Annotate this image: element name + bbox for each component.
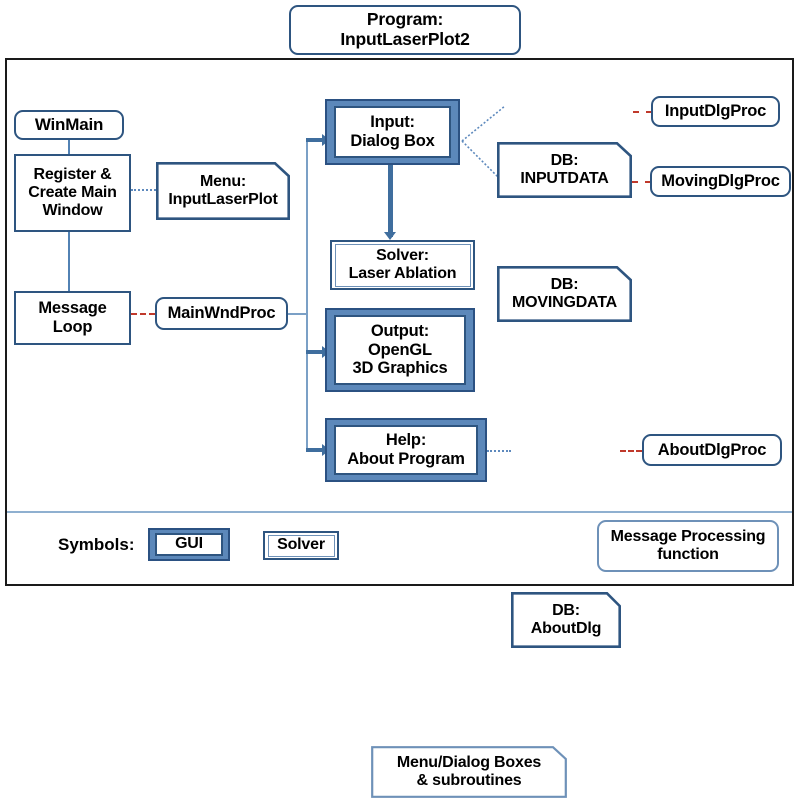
node-mainwndproc-label: MainWndProc [167, 304, 276, 323]
node-db-movingdata[interactable]: DB: MOVINGDATA [497, 266, 632, 322]
program-title-line1: Program: [366, 9, 444, 30]
branch-arrow-help-line [306, 448, 325, 452]
node-aboutdlgproc[interactable]: AboutDlgProc [642, 434, 782, 466]
node-db-aboutdlg[interactable]: DB: AboutDlg [511, 592, 621, 648]
node-register-line2: Create Main [28, 183, 117, 201]
legend-gui-label: GUI [175, 535, 203, 553]
diagram-canvas: Program: InputLaserPlot2 WinMain [5, 5, 794, 798]
legend-symbol-menu-dialog: Menu/Dialog Boxes & subroutines [371, 746, 567, 798]
node-movingdlgproc[interactable]: MovingDlgProc [650, 166, 791, 197]
connector-dbmoving-movingdlgproc [632, 181, 651, 183]
folded-corner-shape [156, 162, 290, 220]
node-db-inputdata-line2: INPUTDATA [520, 170, 609, 187]
node-input-line1: Input: [370, 113, 415, 132]
node-db-inputdata-line1: DB: [550, 151, 579, 169]
node-mainwndproc[interactable]: MainWndProc [155, 297, 288, 330]
connector-message-mainwndproc [131, 313, 155, 315]
node-db-movingdata-line1: DB: [550, 275, 579, 293]
node-solver-line1: Solver: [376, 246, 429, 264]
node-db-movingdata-line2: MOVINGDATA [512, 294, 617, 311]
node-menu-line2: InputLaserPlot [168, 191, 278, 208]
legend-title: Symbols: [58, 535, 135, 554]
node-output-line2: OpenGL [368, 340, 432, 359]
node-menu-inputlaserplot[interactable]: Menu: InputLaserPlot [156, 162, 290, 220]
connector-input-solver-head [384, 232, 396, 240]
connector-register-menu [131, 189, 156, 191]
node-message-line1: Message [38, 299, 107, 318]
node-winmain[interactable]: WinMain [14, 110, 124, 140]
node-solver-line2: Laser Ablation [348, 265, 457, 282]
program-title-box: Program: InputLaserPlot2 [289, 5, 521, 55]
connector-dbabout-aboutdlgproc [620, 450, 642, 452]
node-help-line2: About Program [347, 450, 465, 468]
node-input-line2: Dialog Box [350, 132, 435, 150]
legend-msg-line1: Message Processing [610, 527, 766, 545]
node-output-line3: 3D Graphics [352, 359, 448, 378]
node-help-about-program[interactable]: Help: About Program [325, 418, 487, 482]
connector-help-dbabout [487, 450, 511, 452]
node-register-line1: Register & [33, 165, 112, 183]
branch-arrow-input-line [306, 138, 325, 142]
legend-symbol-solver: Solver [263, 531, 339, 560]
node-register-create-main-window[interactable]: Register & Create Main Window [14, 154, 131, 232]
node-message-loop[interactable]: Message Loop [14, 291, 131, 345]
node-db-aboutdlg-line2: AboutDlg [530, 620, 602, 637]
node-help-line1: Help: [385, 431, 427, 450]
folded-corner-shape [497, 266, 632, 322]
legend-msg-line2: function [657, 546, 719, 563]
trunk-vertical [306, 140, 308, 450]
node-inputdlgproc[interactable]: InputDlgProc [651, 96, 780, 127]
program-title-line2: InputLaserPlot2 [340, 29, 470, 49]
connector-input-db-fan [461, 105, 506, 185]
legend-divider [7, 511, 792, 513]
node-input-dialog-box[interactable]: Input: Dialog Box [325, 99, 460, 165]
node-aboutdlgproc-label: AboutDlgProc [657, 440, 767, 459]
node-inputdlgproc-label: InputDlgProc [664, 102, 767, 121]
diagram-frame [5, 58, 794, 586]
node-output-line1: Output: [370, 322, 430, 341]
node-movingdlgproc-label: MovingDlgProc [661, 172, 780, 191]
node-db-aboutdlg-line1: DB: [552, 601, 580, 619]
legend-menu-line1: Menu/Dialog Boxes [396, 753, 542, 771]
connector-mainwndproc-trunk [288, 313, 307, 315]
node-solver-laser-ablation[interactable]: Solver: Laser Ablation [330, 240, 475, 290]
legend-solver-label: Solver [277, 536, 325, 554]
node-menu-line1: Menu: [199, 172, 247, 190]
node-db-inputdata[interactable]: DB: INPUTDATA [497, 142, 632, 198]
legend-menu-line2: & subroutines [416, 772, 522, 789]
folded-corner-shape [497, 142, 632, 198]
node-winmain-label: WinMain [34, 115, 104, 135]
connector-register-message [68, 232, 70, 292]
branch-arrow-output-line [306, 350, 325, 354]
node-output-opengl-3d-graphics[interactable]: Output: OpenGL 3D Graphics [325, 308, 475, 392]
connector-winmain-register [68, 133, 70, 155]
connector-dbinput-inputdlgproc [633, 111, 652, 113]
node-register-line3: Window [42, 202, 103, 220]
legend-symbol-message-processing: Message Processing function [597, 520, 779, 572]
connector-input-solver [388, 165, 393, 237]
node-message-line2: Loop [52, 318, 93, 336]
legend-symbol-gui: GUI [148, 528, 230, 561]
